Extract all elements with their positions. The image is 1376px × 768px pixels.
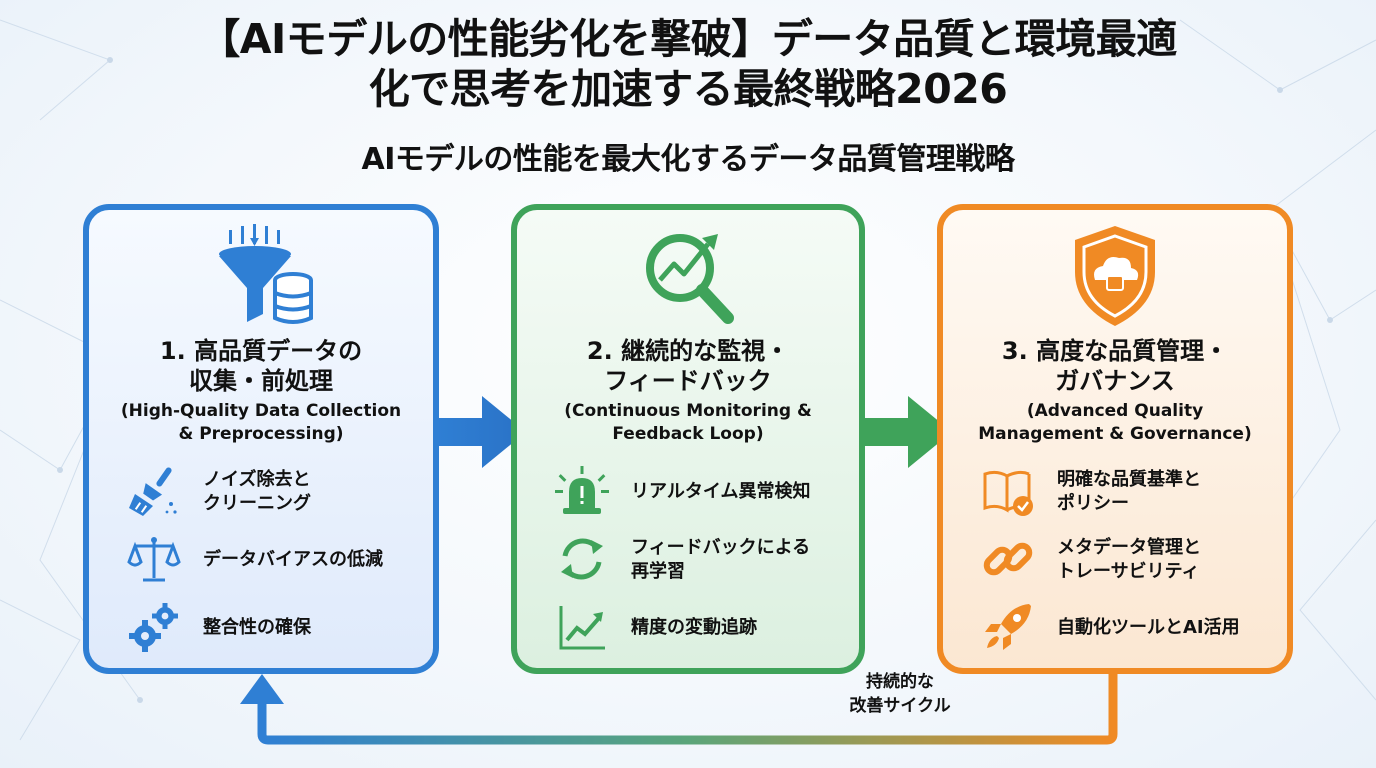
item-text-line: データバイアスの低減 (203, 549, 383, 570)
item-text-line: 整合性の確保 (203, 617, 311, 638)
step-title: 1. 高品質データの 収集・前処理 (89, 336, 433, 396)
magnifier-trend-icon (646, 234, 734, 324)
list-item: フィードバックによる 再学習 (547, 532, 857, 588)
step-english-line: (Advanced Quality (1026, 401, 1204, 421)
step-title-line: 3. 高度な品質管理・ (1001, 337, 1229, 365)
step-english-title: (Continuous Monitoring & Feedback Loop) (517, 400, 859, 446)
item-text-line: メタデータ管理と (1057, 537, 1201, 558)
item-text-line: フィードバックによる (631, 537, 811, 558)
page-title-line-1: 【AIモデルの性能劣化を撃破】データ品質と環境最適 (199, 15, 1177, 63)
trend-chart-icon (559, 606, 605, 650)
step-card-data-collection: 1. 高品質データの 収集・前処理 (High-Quality Data Col… (83, 204, 439, 674)
item-text-line: トレーサビリティ (1057, 561, 1200, 582)
step-title-line: 2. 継続的な監視・ (586, 337, 790, 365)
alarm-light-icon (555, 466, 609, 514)
balance-scale-icon (127, 537, 181, 582)
list-item: 精度の変動追跡 (547, 600, 857, 656)
step-english-line: (High-Quality Data Collection (120, 401, 402, 421)
list-item: 自動化ツールとAI活用 (973, 600, 1283, 656)
step-title-line: ガバナンス (1055, 367, 1175, 395)
page-subtitle: AIモデルの性能を最大化するデータ品質管理戦略 (361, 142, 1015, 177)
step-english-title: (Advanced Quality Management & Governanc… (943, 400, 1287, 446)
step-card-monitoring: 2. 継続的な監視・ フィードバック (Continuous Monitorin… (511, 204, 865, 674)
cycle-label: 持続的な 改善サイクル (820, 670, 980, 718)
item-text-line: 自動化ツールとAI活用 (1057, 617, 1240, 638)
chain-link-icon (983, 542, 1033, 576)
shield-cloud-lock-icon (1075, 226, 1155, 326)
item-text-line: 再学習 (631, 561, 685, 582)
gears-icon (129, 603, 178, 652)
cycle-label-line: 持続的な (866, 672, 934, 692)
rocket-icon (985, 604, 1031, 650)
step-english-line: & Preprocessing) (178, 424, 344, 444)
step-english-title: (High-Quality Data Collection & Preproce… (89, 400, 433, 446)
list-item: ノイズ除去と クリーニング (119, 464, 429, 520)
step-title: 3. 高度な品質管理・ ガバナンス (943, 336, 1287, 396)
step-english-line: Feedback Loop) (612, 424, 764, 444)
item-text-line: 明確な品質基準と (1057, 469, 1201, 490)
refresh-cycle-icon (561, 538, 603, 580)
item-text-line: リアルタイム異常検知 (631, 481, 811, 502)
flow-arrow-1-to-2 (436, 396, 526, 468)
list-item: データバイアスの低減 (119, 532, 429, 588)
step-title: 2. 継続的な監視・ フィードバック (517, 336, 859, 396)
step-english-line: (Continuous Monitoring & (564, 401, 812, 421)
broom-icon (129, 467, 177, 516)
page-title-line-2: 化で思考を加速する最終戦略2026 (368, 65, 1008, 113)
list-item: 明確な品質基準と ポリシー (973, 464, 1283, 520)
cycle-label-line: 改善サイクル (849, 696, 951, 716)
step-english-line: Management & Governance) (978, 424, 1252, 444)
funnel-database-icon (219, 224, 313, 324)
step-card-governance: 3. 高度な品質管理・ ガバナンス (Advanced Quality Mana… (937, 204, 1293, 674)
item-text-line: クリーニング (203, 493, 311, 514)
item-text-line: ノイズ除去と (203, 469, 311, 490)
step-title-line: 収集・前処理 (189, 367, 333, 395)
flow-arrow-2-to-3 (862, 396, 952, 468)
list-item: メタデータ管理と トレーサビリティ (973, 532, 1283, 588)
step-title-line: 1. 高品質データの (159, 337, 363, 365)
list-item: リアルタイム異常検知 (547, 464, 857, 520)
book-check-icon (983, 470, 1033, 516)
step-title-line: フィードバック (604, 367, 772, 395)
item-text-line: 精度の変動追跡 (631, 617, 757, 638)
list-item: 整合性の確保 (119, 600, 429, 656)
item-text-line: ポリシー (1057, 493, 1129, 514)
